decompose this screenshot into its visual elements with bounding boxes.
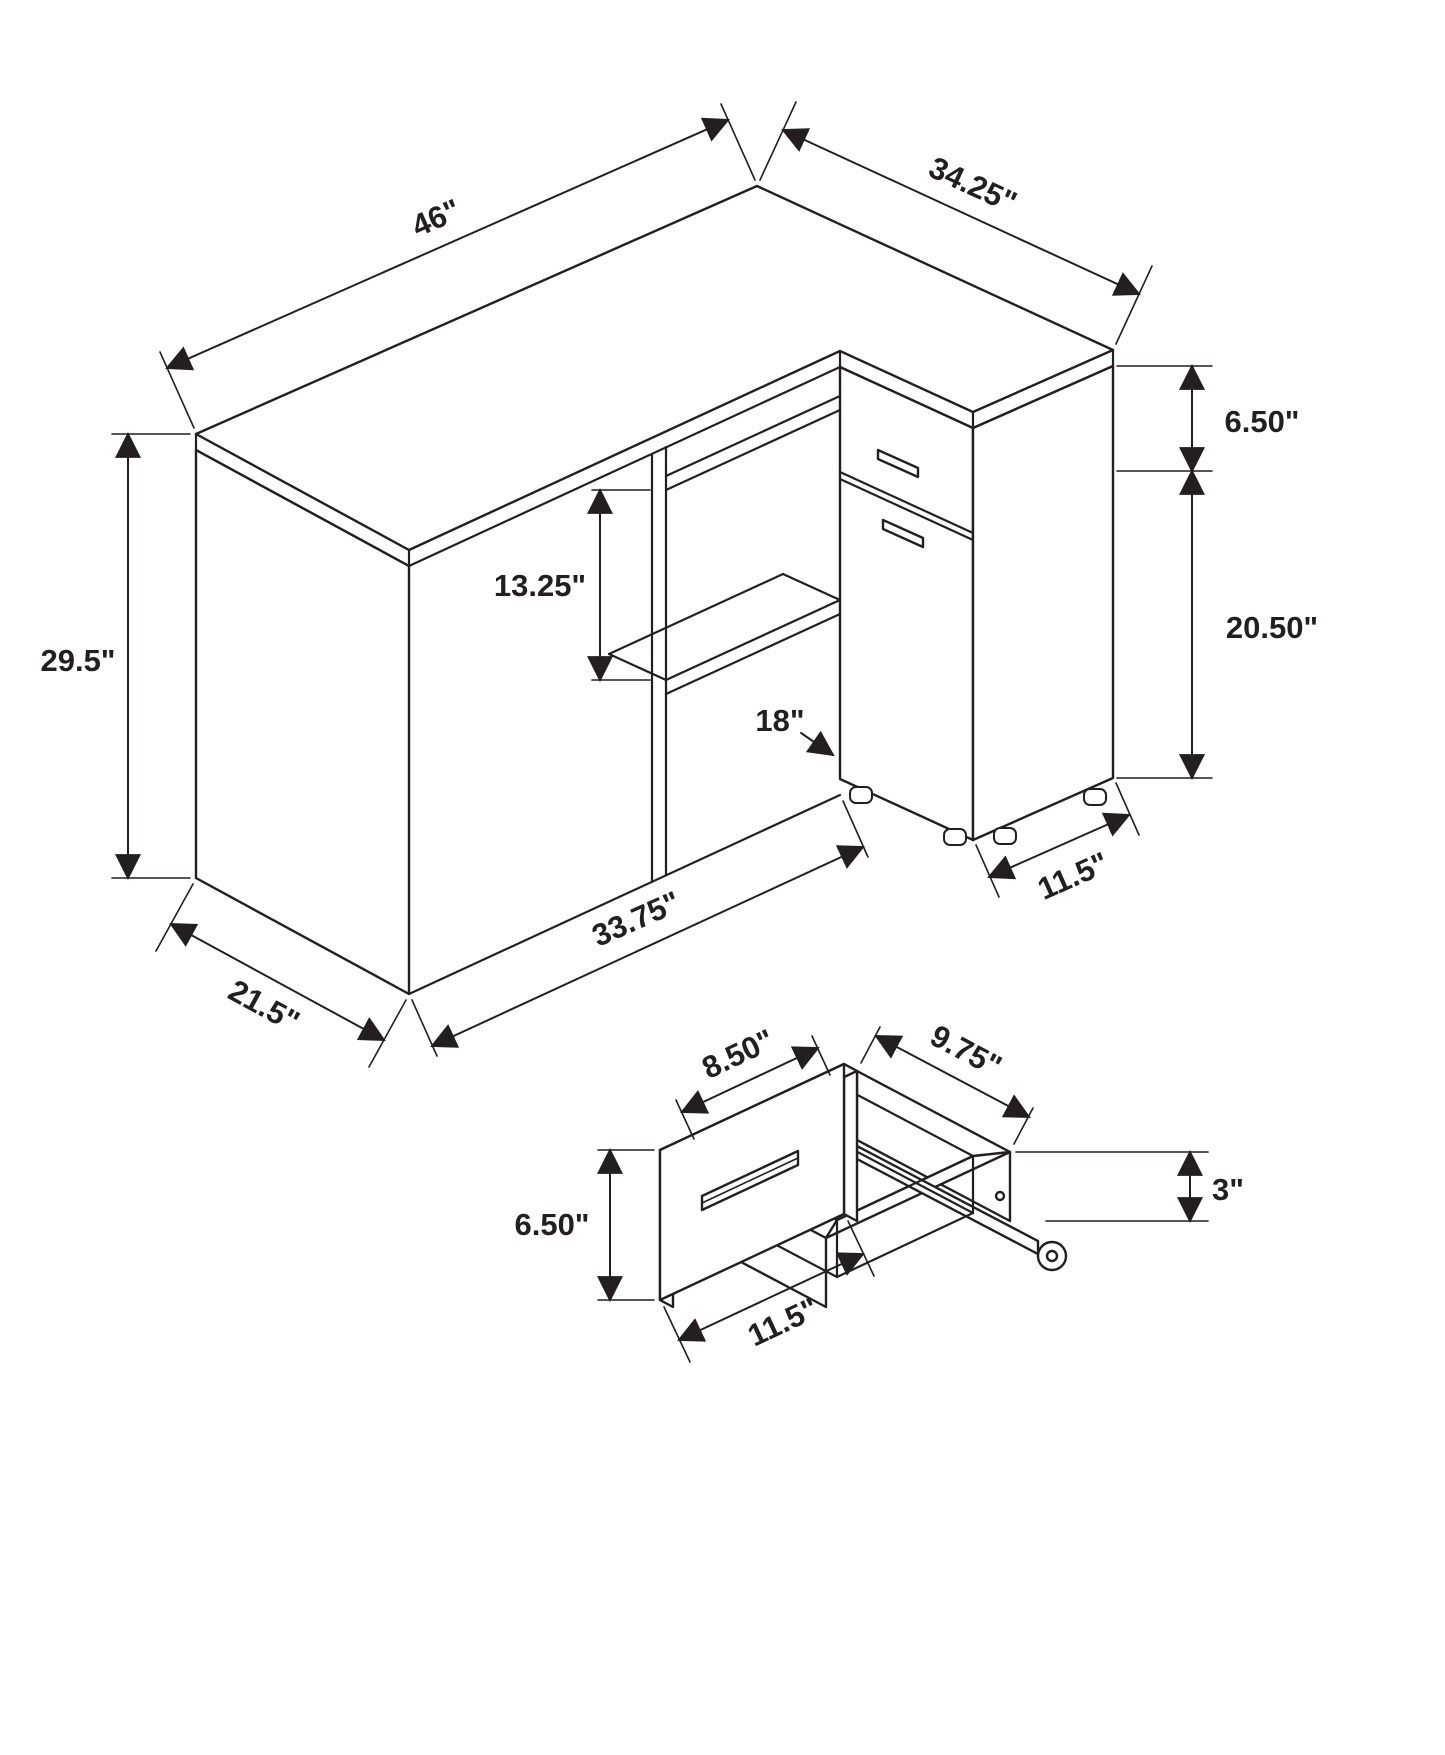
dim-label-shelf-opening-height: 13.25" (494, 568, 586, 603)
door-top-edge (838, 477, 975, 542)
lower-shelf (607, 572, 842, 696)
dimension-desk-height: 29.5" (40, 431, 191, 881)
dimension-base-front-width: 33.75" (411, 800, 869, 1057)
dim-label-shelf-width: 18" (755, 703, 804, 738)
dimension-drawer-front-height: 6.50" (514, 1147, 655, 1303)
dim-label-drawer-front-height: 6.50" (1224, 404, 1299, 439)
dim-label-desk-length: 46" (407, 192, 466, 244)
drawer-bottom-edge (838, 470, 975, 535)
door-handle (881, 518, 925, 549)
drawer-handle (876, 448, 920, 479)
dimension-drawer-side-height: 3" (1015, 1149, 1244, 1224)
foot (993, 827, 1017, 845)
dim-label-drawer-side-depth: 9.75" (925, 1018, 1008, 1084)
dim-label-base-front-width: 33.75" (587, 884, 686, 953)
dimension-shelf-width: 18" (755, 703, 835, 757)
upper-shelf (664, 394, 842, 492)
cabinet-front-face (838, 365, 975, 842)
dimension-drawer-front-height: 6.50" (1116, 363, 1300, 474)
foot (1083, 788, 1107, 806)
dim-label-side-depth: 21.5" (223, 973, 306, 1040)
cubby-divider-panel (650, 445, 668, 884)
desk-floor-line (407, 793, 842, 996)
dim-label-return-depth: 34.25" (924, 150, 1022, 220)
foot (849, 786, 873, 804)
dim-label-cabinet-width: 11.5" (1032, 845, 1113, 907)
dimension-cabinet-door-height: 20.50" (1116, 468, 1318, 781)
dim-label-cabinet-door-height: 20.50" (1226, 610, 1318, 645)
dim-label-drawer-front-height: 6.50" (514, 1207, 589, 1242)
foot (943, 828, 967, 846)
dim-label-drawer-side-height: 3" (1212, 1172, 1244, 1207)
dim-label-drawer-opening-width: 8.50" (697, 1022, 780, 1086)
dim-label-drawer-front-width: 11.5" (742, 1291, 823, 1354)
drawer-detail-view: 8.50" 9.75" 6.50" 3" 11.5" (514, 1018, 1244, 1363)
cabinet-side-face (971, 364, 1115, 842)
dim-label-desk-height: 29.5" (40, 643, 115, 678)
slide-screw-hole (994, 1190, 1006, 1202)
slide-roller-hub (1045, 1249, 1059, 1263)
desk-assembly-view: 46" 34.25" 29.5" 21.5" 13.25" (40, 101, 1318, 1068)
dimension-shelf-opening-height: 13.25" (494, 487, 651, 683)
